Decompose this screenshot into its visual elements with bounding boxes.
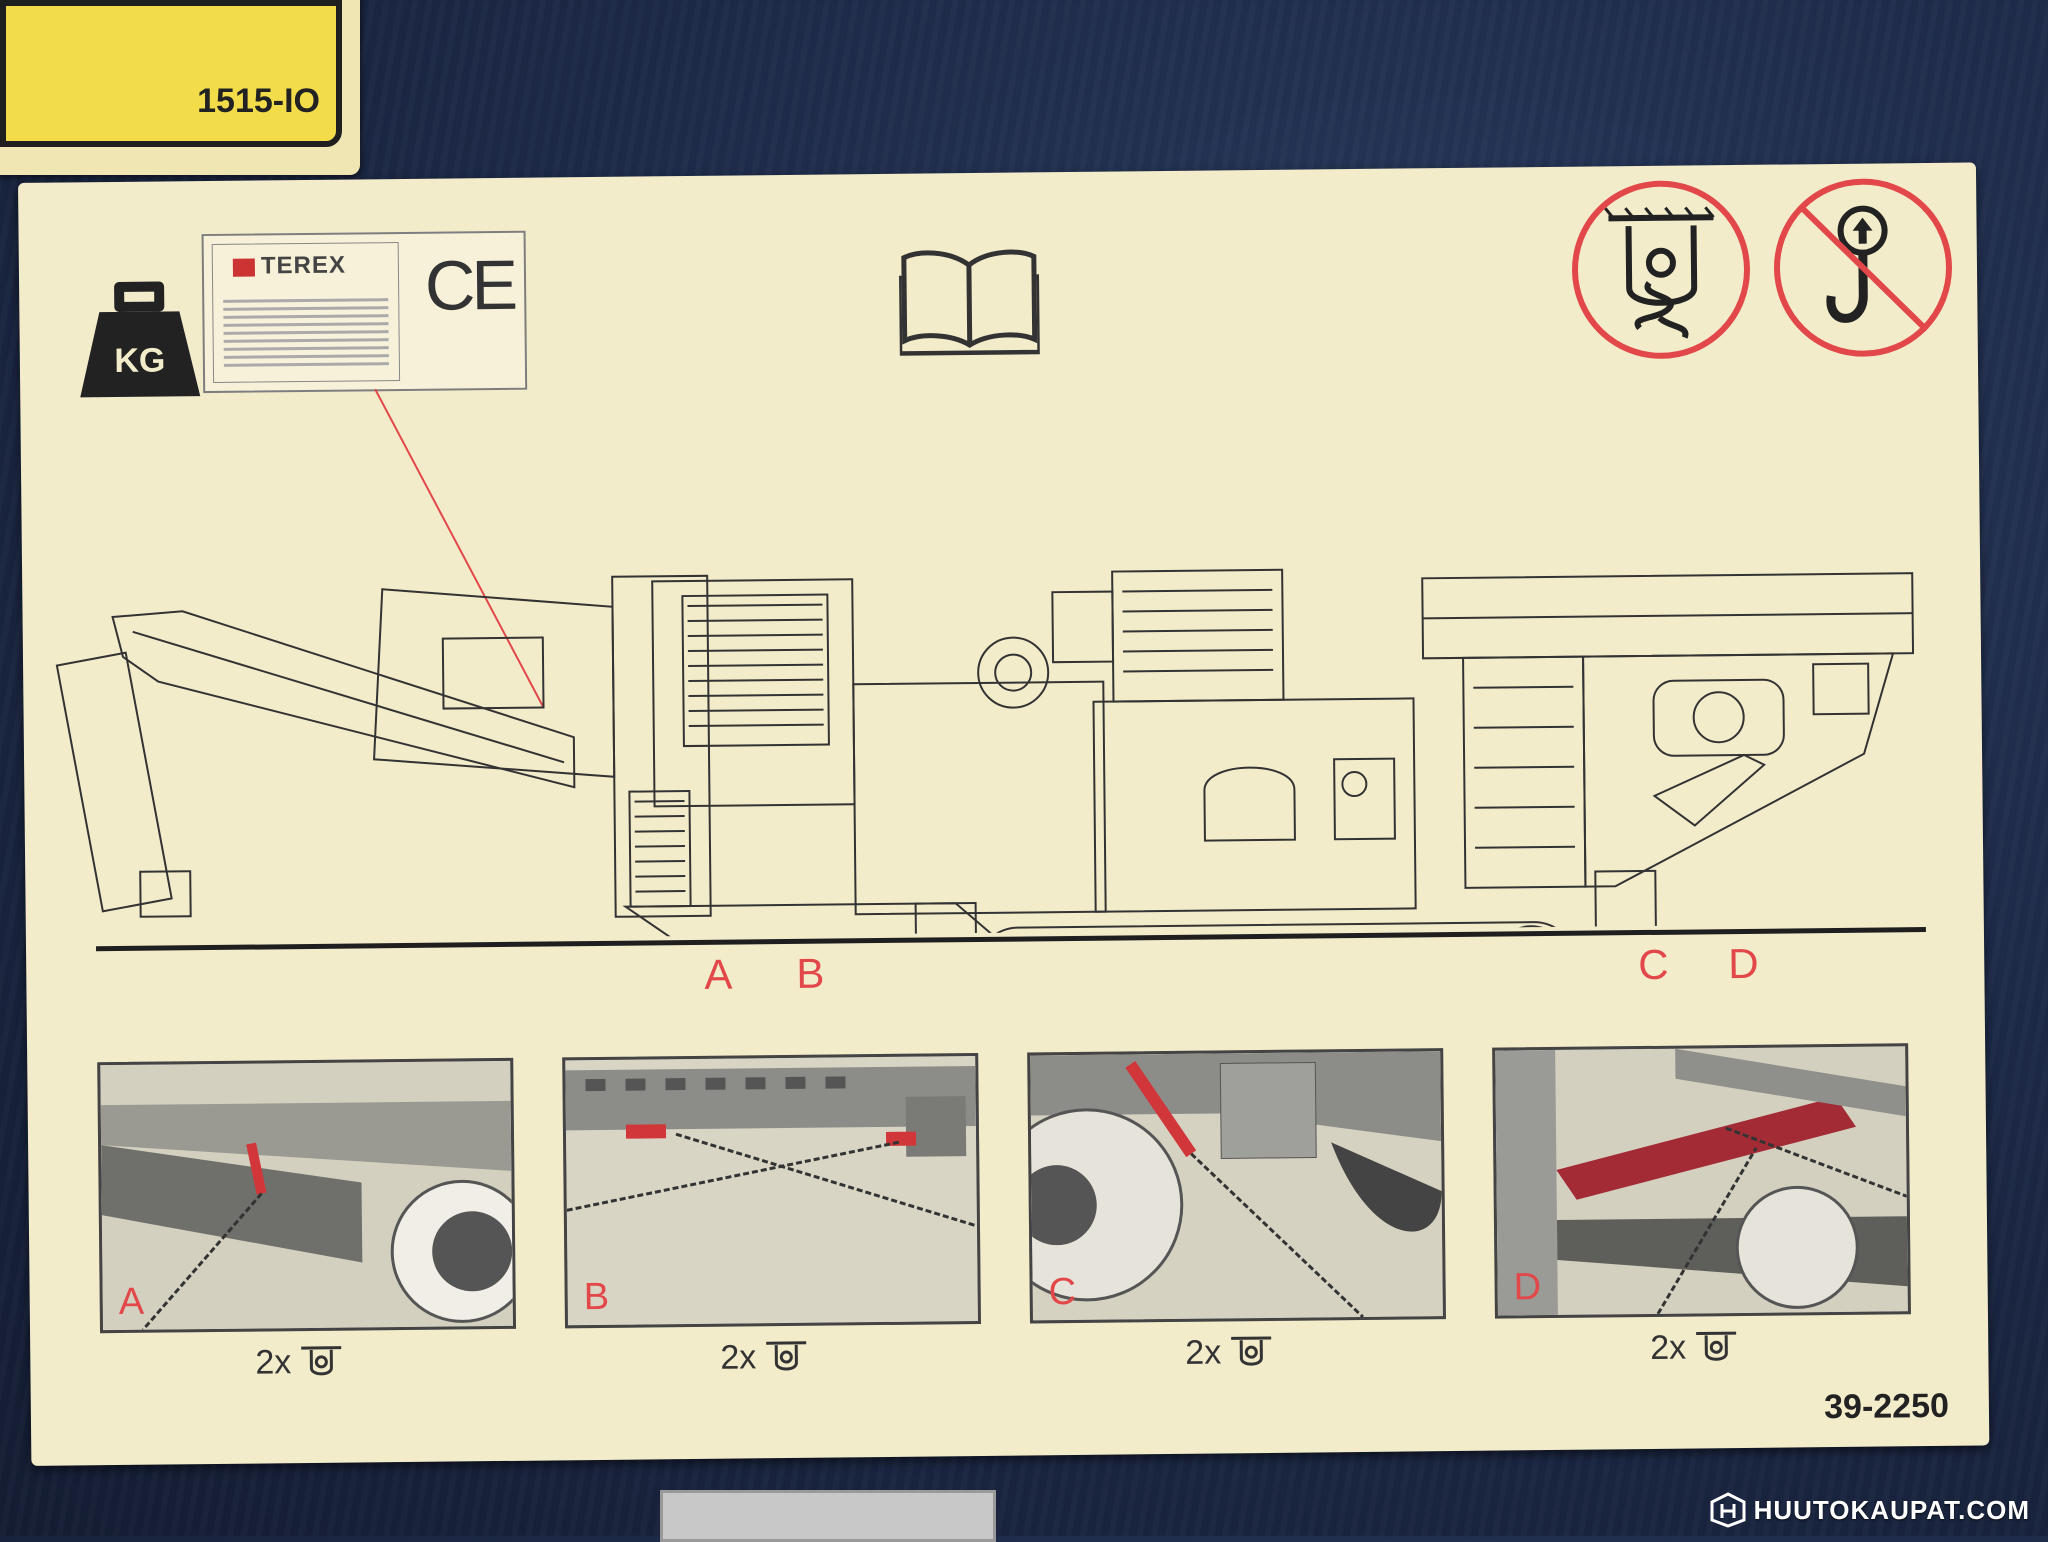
tie-down-point-icon: [1692, 1327, 1740, 1368]
tie-point-label-d: D: [1728, 940, 1759, 988]
tie-point-label-c: C: [1638, 941, 1669, 989]
tie-count-c: 2x: [1185, 1332, 1275, 1373]
yellow-sticker-field: [0, 0, 342, 147]
detail-d-illustration: [1495, 1046, 1908, 1315]
crusher-machine-drawing: [51, 463, 1956, 943]
bottom-metal-plate: [660, 1490, 996, 1542]
watermark-text: HUUTOKAUPAT.COM: [1754, 1495, 2030, 1526]
detail-panel-c: C: [1027, 1048, 1446, 1323]
tie-count-d-text: 2x: [1650, 1328, 1686, 1367]
detail-label-b: B: [583, 1276, 609, 1319]
tie-point-label-a: A: [704, 951, 733, 999]
tie-point-label-b: B: [796, 950, 825, 998]
top-warning-sticker: 1515-IO: [0, 0, 360, 175]
detail-label-c: C: [1048, 1271, 1076, 1314]
tie-count-b-text: 2x: [720, 1338, 756, 1377]
tie-down-point-icon: [762, 1337, 810, 1378]
sticker-code: 1515-IO: [197, 82, 320, 121]
detail-c-illustration: [1030, 1051, 1443, 1320]
detail-b-illustration: [565, 1056, 978, 1325]
tie-count-d: 2x: [1650, 1327, 1740, 1368]
watermark: HUUTOKAUPAT.COM: [1710, 1492, 2030, 1528]
tie-count-a-text: 2x: [255, 1343, 291, 1382]
detail-label-a: A: [119, 1281, 145, 1324]
tie-count-a: 2x: [255, 1342, 345, 1383]
tie-count-c-text: 2x: [1185, 1333, 1221, 1372]
detail-panel-d: D: [1492, 1043, 1911, 1318]
detail-label-d: D: [1513, 1266, 1541, 1309]
tie-down-point-icon: [1568, 177, 1755, 364]
no-lifting-hook-icon: [1770, 175, 1957, 362]
detail-panel-b: B: [562, 1053, 981, 1328]
watermark-logo-icon: [1710, 1492, 1746, 1528]
tie-down-point-icon: [297, 1342, 345, 1383]
detail-panel-a: A: [97, 1058, 516, 1333]
tie-down-instruction-decal: KG TEREX CE: [18, 162, 1989, 1465]
detail-a-illustration: [100, 1061, 513, 1330]
manual-book-icon: [899, 244, 1040, 355]
tie-down-point-icon: [1227, 1332, 1275, 1373]
tie-count-b: 2x: [720, 1337, 810, 1378]
part-number: 39-2250: [1824, 1387, 1949, 1427]
